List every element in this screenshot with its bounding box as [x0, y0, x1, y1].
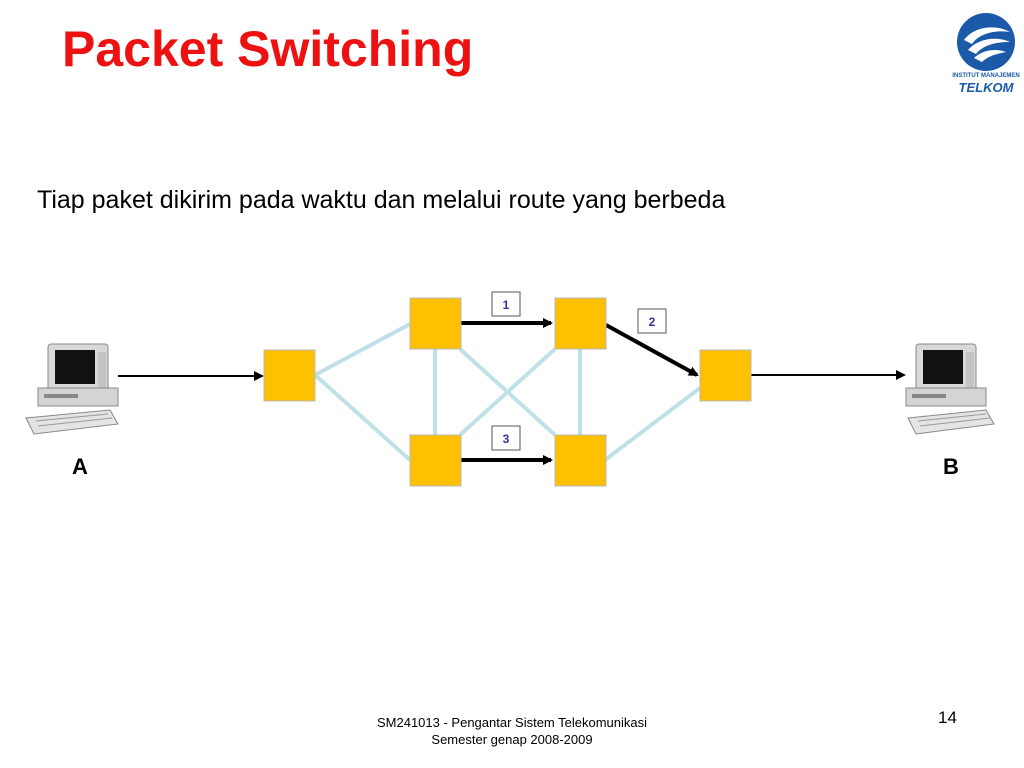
- packet-box-2: [637, 308, 667, 334]
- link-in-to-top-left: [314, 322, 411, 377]
- packet-box-1: [491, 291, 521, 317]
- slide-subtitle: Tiap paket dikirim pada waktu dan melalu…: [37, 186, 726, 214]
- footer-semester: Semester genap 2008-2009: [431, 732, 593, 747]
- host-b-label: B: [943, 454, 959, 479]
- page-number: 14: [938, 708, 957, 727]
- link-bottom-left-to-top-right: [458, 347, 557, 437]
- packet-box-3: [491, 425, 521, 451]
- packet-route-2: [605, 323, 699, 377]
- switch-node-out: [699, 349, 752, 402]
- packet-labels: 1 2 3: [491, 291, 667, 451]
- switch-nodes: [263, 297, 752, 487]
- switch-node-top-left: [409, 297, 462, 350]
- footer-course: SM241013 - Pengantar Sistem Telekomunika…: [376, 715, 648, 730]
- computer-a-icon: [25, 343, 119, 435]
- slide-title: Packet Switching: [62, 21, 474, 77]
- slide-footer: SM241013 - Pengantar Sistem Telekomunika…: [300, 714, 724, 748]
- logo-text-telkom: TELKOM: [958, 80, 1014, 95]
- switch-node-bottom-right: [554, 434, 607, 487]
- computer-b-icon: [905, 343, 995, 435]
- link-in-to-bottom-left: [313, 373, 412, 462]
- packet-label-2: 2: [649, 315, 656, 329]
- switch-node-top-right: [554, 297, 607, 350]
- switch-node-in: [263, 349, 316, 402]
- telkom-logo: [950, 12, 1022, 98]
- switch-node-bottom-left: [409, 434, 462, 487]
- link-bottom-right-to-out: [603, 386, 702, 462]
- logo-text-institute: INSTITUT MANAJEMEN: [952, 73, 1020, 79]
- host-a-label: A: [72, 454, 88, 479]
- network-links: [313, 322, 702, 462]
- packet-label-3: 3: [503, 432, 510, 446]
- packet-label-1: 1: [503, 298, 510, 312]
- telkom-logo-icon: [957, 13, 1015, 71]
